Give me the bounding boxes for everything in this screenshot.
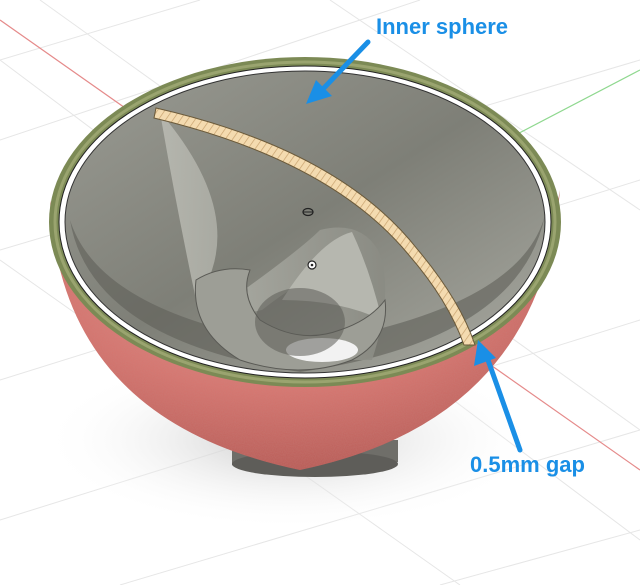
inner-wall-shade bbox=[70, 215, 545, 372]
gap-label: 0.5mm gap bbox=[470, 452, 585, 477]
shell-rim-highlight bbox=[53, 60, 557, 384]
inner-sphere-label: Inner sphere bbox=[376, 14, 509, 39]
gap-arrow-icon bbox=[474, 340, 523, 453]
origin-marker-icon[interactable] bbox=[302, 207, 314, 217]
outer-shell[interactable] bbox=[50, 190, 560, 470]
center-hole-lip bbox=[255, 288, 345, 356]
cut-section[interactable] bbox=[153, 107, 476, 346]
arrow-icon bbox=[306, 39, 371, 104]
pivot-marker-icon[interactable] bbox=[307, 260, 317, 270]
